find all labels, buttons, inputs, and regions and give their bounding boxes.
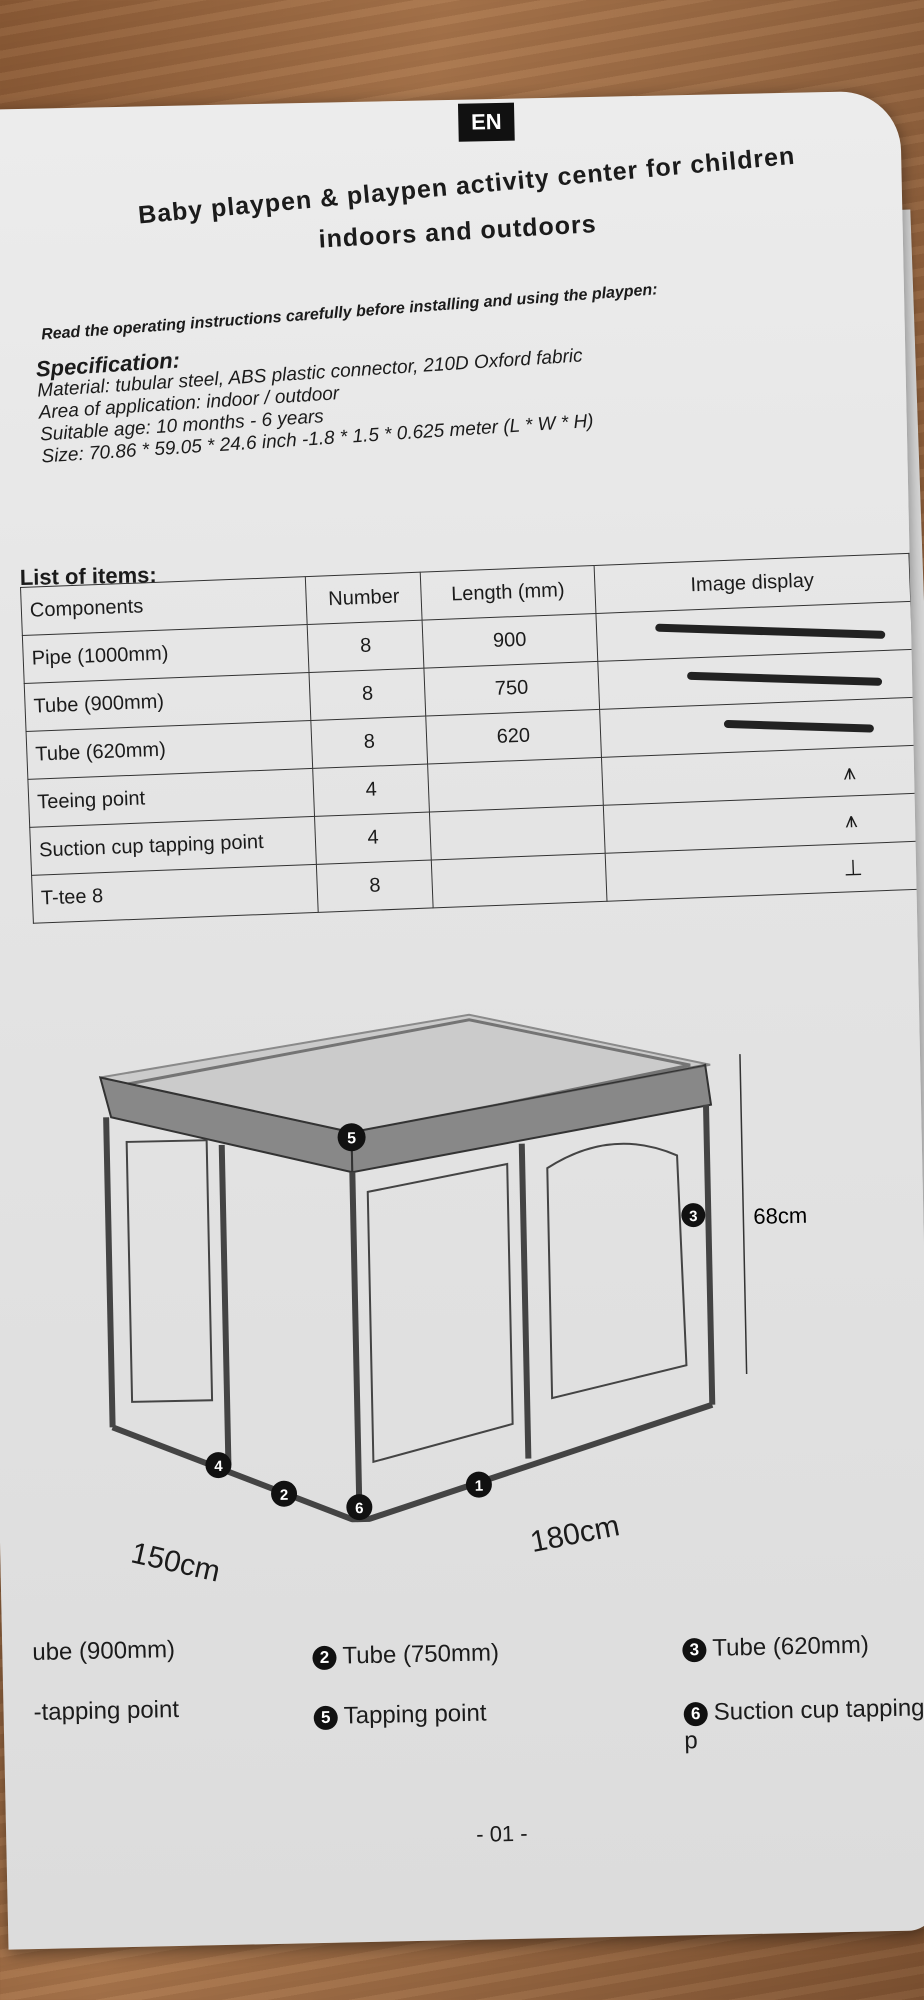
marker-6: 6 (346, 1494, 373, 1521)
badge-5: 5 (313, 1705, 338, 1730)
row-number: 8 (307, 620, 424, 673)
svg-text:3: 3 (689, 1208, 698, 1225)
row-number: 4 (314, 812, 432, 865)
items-table: Components Number Length (mm) Image disp… (20, 553, 922, 924)
row-number: 4 (313, 764, 430, 817)
page-number: - 01 - (475, 1820, 528, 1847)
row-length (427, 757, 603, 813)
row-number: 8 (309, 668, 426, 721)
badge-3: 3 (682, 1637, 707, 1663)
manual-page: EN Baby playpen & playpen activity cente… (0, 90, 924, 1950)
row-length (429, 805, 605, 860)
svg-text:4: 4 (214, 1458, 223, 1475)
caption-1: ube (900mm) (32, 1636, 176, 1667)
width-label: 150cm (128, 1536, 224, 1589)
marker-3: 3 (681, 1203, 706, 1228)
header-number: Number (305, 572, 423, 625)
row-name: T-tee 8 (31, 864, 319, 924)
row-number: 8 (316, 859, 434, 913)
marker-4: 4 (205, 1452, 232, 1479)
playpen-diagram: 5 3 4 2 1 6 68cm (98, 1013, 807, 1525)
row-length: 900 (422, 613, 598, 669)
marker-5: 5 (337, 1123, 366, 1152)
caption-3-text: Tube (620mm) (712, 1631, 870, 1662)
header-length: Length (mm) (420, 565, 596, 621)
marker-2: 2 (271, 1480, 298, 1507)
badge-2: 2 (312, 1645, 337, 1670)
svg-text:6: 6 (355, 1500, 364, 1517)
row-length (431, 853, 607, 908)
row-length: 620 (425, 709, 602, 765)
marker-1: 1 (465, 1471, 492, 1498)
caption-4: -tapping point (33, 1695, 180, 1727)
height-label: 68cm (753, 1203, 807, 1229)
badge-6: 6 (683, 1701, 708, 1727)
caption-2-text: Tube (750mm) (342, 1639, 500, 1670)
svg-text:5: 5 (347, 1130, 356, 1147)
svg-text:2: 2 (280, 1487, 289, 1504)
language-tag: EN (457, 102, 515, 142)
row-length: 750 (423, 661, 600, 717)
caption-6-text: Suction cup tapping p (684, 1694, 924, 1755)
svg-text:1: 1 (475, 1478, 484, 1495)
caption-5-text: Tapping point (343, 1699, 487, 1730)
row-number: 8 (311, 716, 428, 769)
